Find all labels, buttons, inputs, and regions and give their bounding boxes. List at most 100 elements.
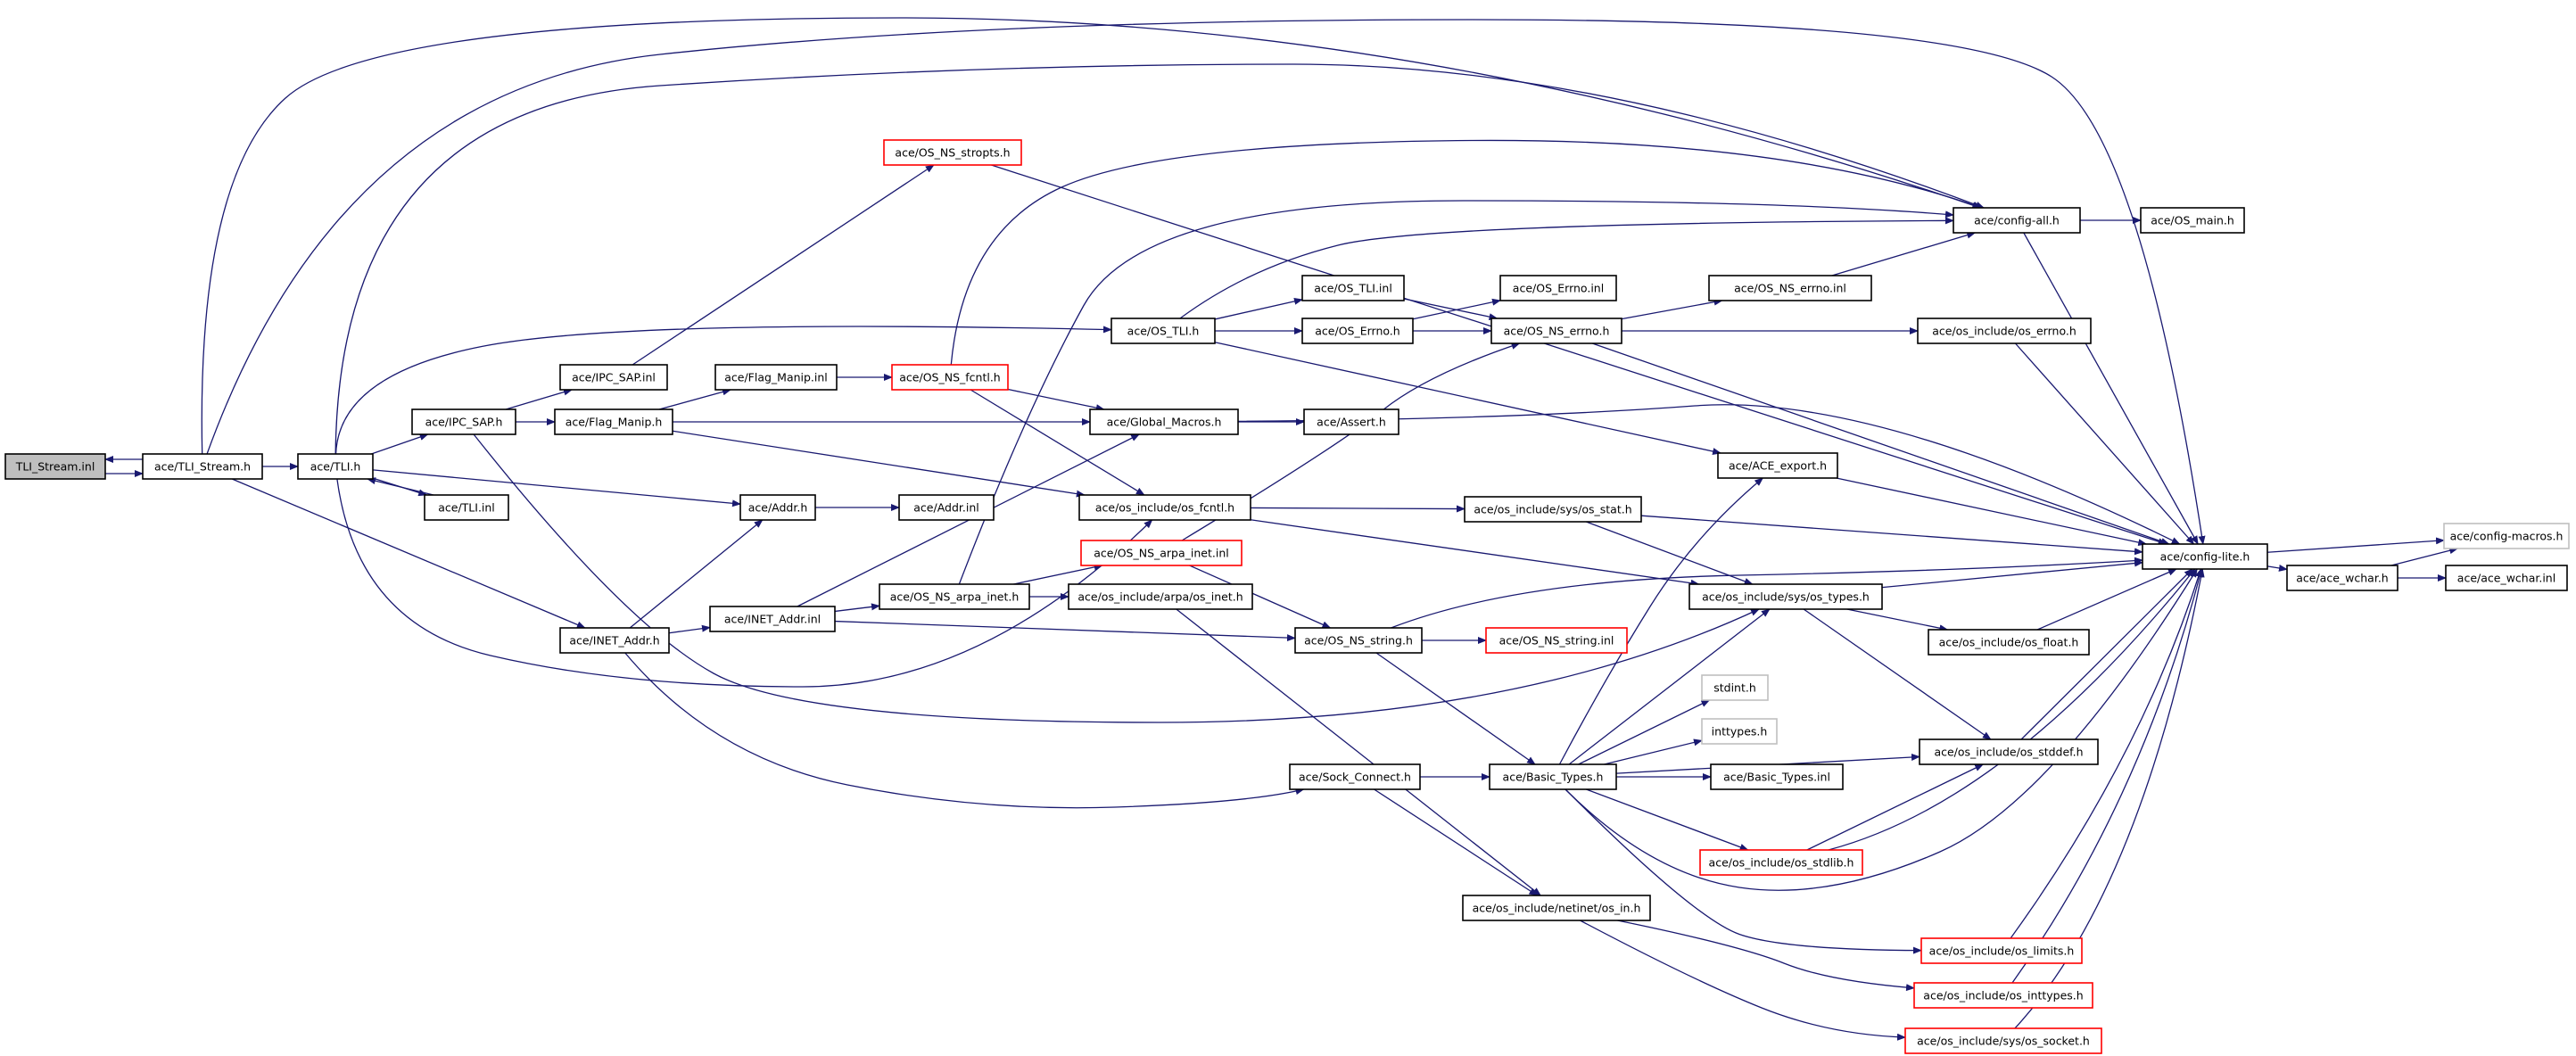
edge-n30-to-n42 <box>1565 788 1922 954</box>
node-n48[interactable]: ace/config-macros.h <box>2443 523 2570 549</box>
node-n21[interactable]: ace/Sock_Connect.h <box>1289 763 1421 790</box>
node-n15[interactable]: ace/OS_NS_arpa_inet.inl <box>1080 540 1243 566</box>
node-label: ace/os_include/arpa/os_inet.h <box>1077 590 1243 604</box>
node-box <box>2140 207 2245 234</box>
node-n29[interactable]: ace/OS_NS_string.inl <box>1485 627 1628 654</box>
edge-n33-to-n41 <box>1803 608 1992 740</box>
node-box <box>554 408 673 435</box>
node-n26[interactable]: ace/OS_Errno.inl <box>1499 275 1617 301</box>
node-n36[interactable]: ace/Basic_Types.inl <box>1710 763 1844 790</box>
node-n49[interactable]: ace/ace_wchar.inl <box>2445 565 2568 591</box>
node-label: ace/os_include/sys/os_types.h <box>1702 590 1870 604</box>
node-box <box>1917 318 2092 344</box>
node-n28[interactable]: ace/os_include/sys/os_stat.h <box>1464 496 1642 523</box>
edge-n2-to-n38 <box>334 63 1986 455</box>
node-n5[interactable]: ace/INET_Addr.h <box>559 627 670 654</box>
node-n25[interactable]: ace/Assert.h <box>1303 408 1399 435</box>
node-n32[interactable]: ace/ACE_export.h <box>1717 452 1838 479</box>
node-label: ace/config-lite.h <box>2160 550 2250 564</box>
edge-n43-to-n46 <box>2011 568 2203 984</box>
node-label: ace/os_include/os_errno.h <box>1932 325 2076 338</box>
node-n30[interactable]: ace/Basic_Types.h <box>1489 763 1617 790</box>
node-n40[interactable]: ace/os_include/os_float.h <box>1928 629 2090 656</box>
node-n42[interactable]: ace/os_include/os_limits.h <box>1920 937 2083 964</box>
node-n34[interactable]: stdint.h <box>1701 674 1769 701</box>
node-label: ace/Sock_Connect.h <box>1299 771 1411 784</box>
node-label: ace/OS_TLI.h <box>1127 325 1200 338</box>
node-n16[interactable]: ace/OS_TLI.h <box>1110 318 1216 344</box>
node-label: ace/OS_NS_stropts.h <box>895 146 1010 160</box>
edge-n2-to-n10 <box>372 469 741 507</box>
node-n3[interactable]: ace/IPC_SAP.h <box>411 408 516 435</box>
node-box <box>1294 627 1423 654</box>
node-n13[interactable]: ace/Addr.inl <box>898 494 995 521</box>
node-n18[interactable]: ace/os_include/os_fcntl.h <box>1078 494 1251 521</box>
node-n44[interactable]: ace/os_include/sys/os_socket.h <box>1904 1027 2102 1054</box>
node-label: ace/os_include/sys/os_socket.h <box>1917 1035 2090 1048</box>
edge-n27-to-n46 <box>1592 342 2170 545</box>
node-n41[interactable]: ace/os_include/os_stddef.h <box>1919 738 2099 765</box>
node-n45[interactable]: ace/OS_main.h <box>2140 207 2245 234</box>
node-label: TLI_Stream.inl <box>15 460 95 474</box>
node-n17[interactable]: ace/Global_Macros.h <box>1089 408 1239 435</box>
node-label: ace/Addr.inl <box>913 501 978 515</box>
node-n12[interactable]: ace/OS_NS_fcntl.h <box>891 364 1009 391</box>
node-n6[interactable]: ace/IPC_SAP.inl <box>559 364 668 391</box>
node-label: ace/INET_Addr.h <box>569 634 659 648</box>
node-n37[interactable]: ace/os_include/os_stdlib.h <box>1699 849 1863 876</box>
node-box <box>1701 674 1769 701</box>
node-box <box>2142 543 2268 570</box>
node-n22[interactable]: ace/os_include/netinet/os_in.h <box>1462 895 1651 921</box>
node-n47[interactable]: ace/ace_wchar.h <box>2286 565 2398 591</box>
edge-n16-to-n32 <box>1214 342 1722 455</box>
node-n31[interactable]: ace/OS_NS_errno.inl <box>1708 275 1872 301</box>
node-n46[interactable]: ace/config-lite.h <box>2142 543 2268 570</box>
node-n10[interactable]: ace/Addr.h <box>739 494 816 521</box>
edge-n18-to-n28 <box>1250 505 1466 513</box>
node-label: ace/Global_Macros.h <box>1107 416 1222 429</box>
node-n24[interactable]: ace/OS_Errno.h <box>1301 318 1414 344</box>
node-n1[interactable]: ace/TLI_Stream.h <box>142 453 263 480</box>
node-label: ace/Basic_Types.h <box>1503 771 1604 784</box>
node-n19[interactable]: ace/os_include/arpa/os_inet.h <box>1068 583 1253 610</box>
node-label: ace/os_include/os_limits.h <box>1929 945 2075 958</box>
node-n11[interactable]: ace/INET_Addr.inl <box>709 606 836 632</box>
edge-n22-to-n44 <box>1580 920 1906 1041</box>
node-n23[interactable]: ace/OS_TLI.inl <box>1301 275 1405 301</box>
node-label: ace/OS_NS_arpa_inet.inl <box>1094 547 1228 560</box>
node-n9[interactable]: ace/Flag_Manip.inl <box>714 364 838 391</box>
node-label: ace/os_include/os_fcntl.h <box>1095 501 1234 515</box>
node-n20[interactable]: ace/OS_NS_string.h <box>1294 627 1423 654</box>
node-n39[interactable]: ace/os_include/os_errno.h <box>1917 318 2092 344</box>
node-label: ace/Basic_Types.inl <box>1723 771 1830 784</box>
node-label: ace/TLI.h <box>310 460 361 474</box>
node-n7[interactable]: ace/Flag_Manip.h <box>554 408 673 435</box>
node-label: ace/OS_TLI.inl <box>1314 282 1392 295</box>
edge-n8-to-n46 <box>991 164 2167 546</box>
node-n38[interactable]: ace/config-all.h <box>1953 207 2081 234</box>
node-n2[interactable]: ace/TLI.h <box>297 453 374 480</box>
node-n43[interactable]: ace/os_include/os_inttypes.h <box>1913 982 2093 1009</box>
node-n4[interactable]: ace/TLI.inl <box>424 494 509 521</box>
edge-n12-to-n17 <box>1007 388 1105 412</box>
node-box <box>709 606 836 632</box>
edge-n21-to-n22 <box>1374 788 1539 896</box>
node-n33[interactable]: ace/os_include/sys/os_types.h <box>1688 583 1883 610</box>
edge-n5-to-n21 <box>624 652 1305 809</box>
edge-n31-to-n38 <box>1831 231 1977 276</box>
edge-n16-to-n38 <box>1179 217 1954 319</box>
node-label: ace/Flag_Manip.h <box>566 416 663 429</box>
node-box <box>1080 540 1243 566</box>
node-n14[interactable]: ace/OS_NS_arpa_inet.h <box>879 583 1030 610</box>
node-box <box>1953 207 2081 234</box>
node-label: ace/Flag_Manip.inl <box>724 371 828 384</box>
edge-n22-to-n43 <box>1617 920 1915 992</box>
edge-n17-to-n46 <box>1237 404 2181 545</box>
node-n35[interactable]: inttypes.h <box>1701 718 1778 745</box>
node-label: ace/os_include/netinet/os_in.h <box>1473 902 1641 915</box>
node-n27[interactable]: ace/OS_NS_errno.h <box>1490 318 1622 344</box>
node-box <box>1490 318 1622 344</box>
edge-n19-to-n22 <box>1176 608 1541 896</box>
node-label: ace/os_include/sys/os_stat.h <box>1474 503 1631 516</box>
node-n8[interactable]: ace/OS_NS_stropts.h <box>883 139 1022 166</box>
